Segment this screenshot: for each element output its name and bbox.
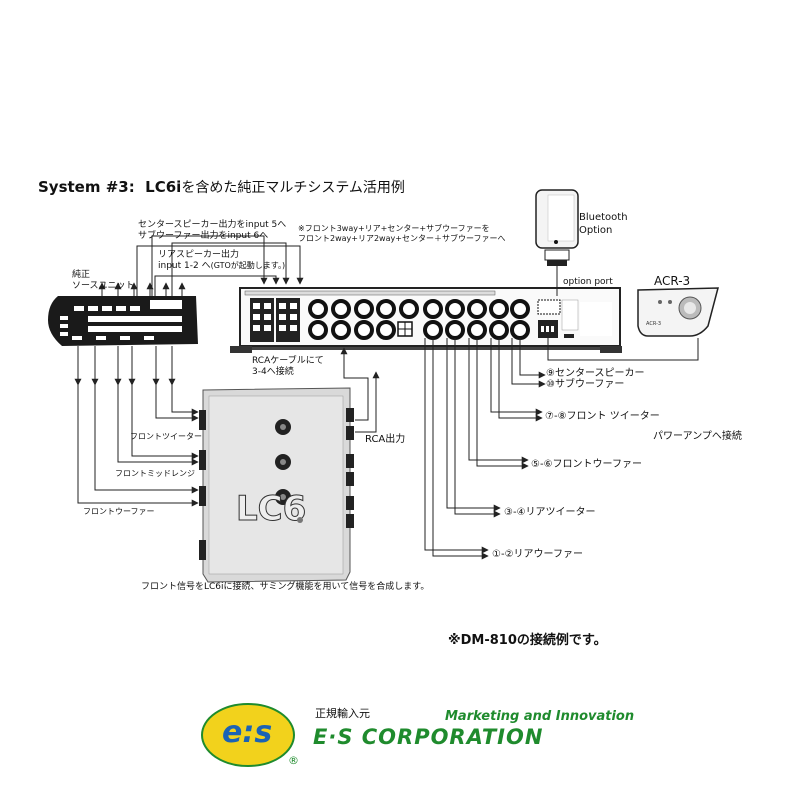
front-woofer-label: フロントウーファー [83, 507, 155, 516]
accessory-cables [547, 266, 699, 361]
svg-text:ACR-3: ACR-3 [646, 321, 661, 327]
rca-loop-wiring [340, 347, 380, 433]
acr3-label: ACR-3 [654, 274, 691, 288]
es-logo-text: e:s [222, 715, 273, 750]
registered-mark: ® [288, 754, 299, 767]
input-terminals [250, 298, 300, 342]
svg-text:LC6: LC6 [236, 489, 306, 529]
es-logo [201, 703, 295, 767]
output-front-woofer-label: ⑤-⑥フロントウーファー [531, 459, 642, 470]
output-wiring [424, 338, 546, 560]
acr3-remote: ACR-3 [637, 287, 719, 337]
front-midrange-label: フロントミッドレンジ [115, 469, 195, 478]
output-center-label: ⑨センタースピーカー [546, 368, 645, 379]
option-port-label: option port [563, 277, 613, 287]
marketing-tagline: Marketing and Innovation [445, 709, 635, 724]
importer-label: 正規輸入元 [315, 707, 370, 720]
oem-source-unit [48, 296, 198, 346]
diagram-title: System #3: LC6iを含めた純正マルチシステム活用例 [38, 178, 405, 196]
output-sub-label: ⑩サブウーファー [546, 379, 625, 390]
rca-out-label: RCA出力 [365, 434, 406, 445]
output-rear-woofer-label: ①-②リアウーファー [492, 549, 583, 560]
source-unit-label: 純正ソースユニット [72, 270, 135, 292]
input-wiring [98, 235, 304, 296]
dm810-note: ※DM-810の接続例です。 [448, 633, 607, 648]
summing-note: フロント信号をLC6iに接続、サミング機能を用いて信号を合成します。 [141, 582, 430, 592]
bluetooth-module [535, 189, 579, 266]
front-signal-wiring [74, 346, 199, 507]
output-front-tweeter-label: ⑦-⑧フロント ツイーター [545, 411, 660, 422]
dm810-processor [230, 287, 622, 353]
rca-input-jacks [308, 299, 419, 340]
center-sub-note: センタースピーカー出力をinput 5へサブウーファー出力をinput 6へ [138, 220, 287, 242]
corporation-name: E·S CORPORATION [313, 725, 544, 749]
output-rear-tweeter-label: ③-④リアツイーター [504, 507, 596, 518]
power-amp-note: パワーアンプへ接続 [653, 431, 742, 442]
front-tweeter-label: フロントツイーター [130, 432, 202, 441]
lc6i-unit: LC6 [199, 387, 354, 583]
config-note: ※フロント3way+リア+センター+サブウーファーをフロント2way+リア2wa… [298, 224, 506, 243]
